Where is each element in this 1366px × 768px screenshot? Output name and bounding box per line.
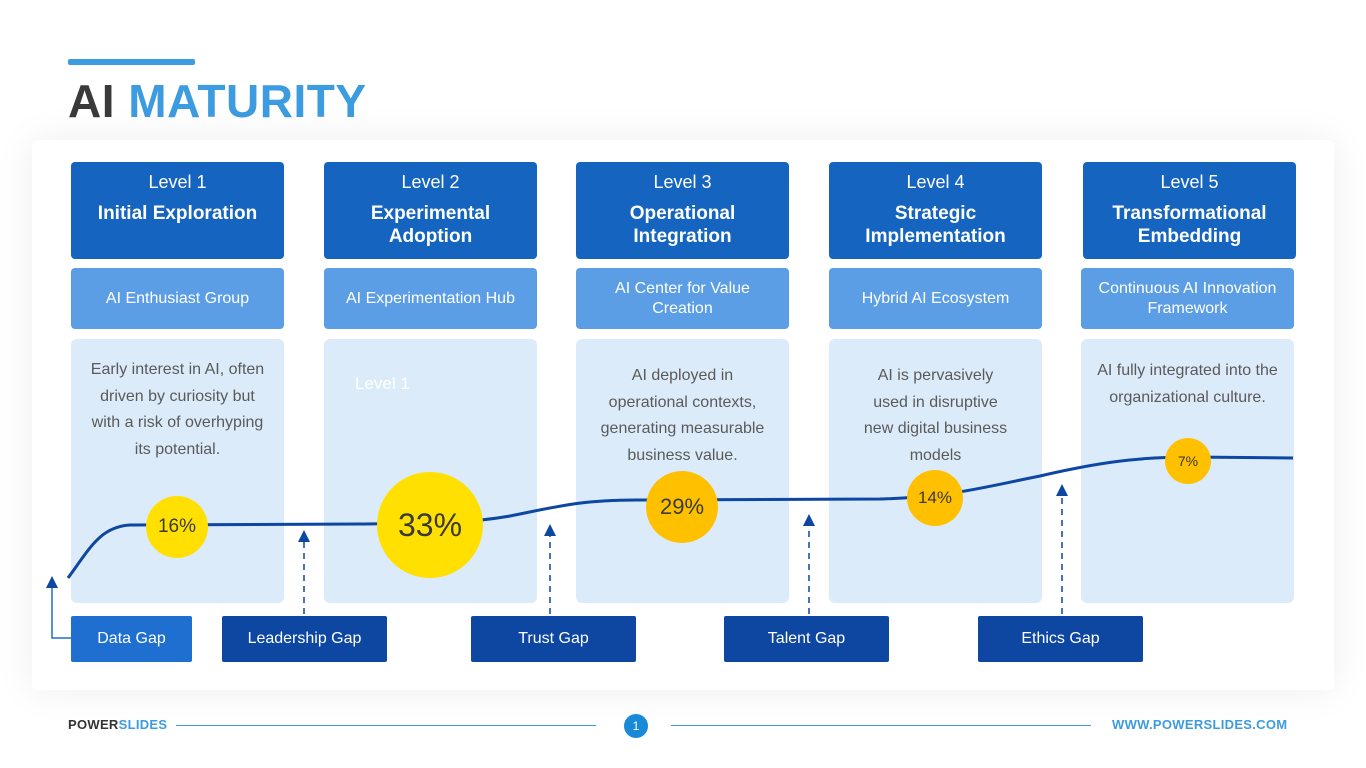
footer-brand-part2: SLIDES — [118, 717, 168, 732]
footer-brand-part1: POWER — [68, 717, 119, 732]
level-2-header: Level 2 Experimental Adoption — [324, 162, 537, 259]
level-1-description: Early interest in AI, often driven by cu… — [71, 339, 284, 603]
level-4-unit: Hybrid AI Ecosystem — [829, 268, 1042, 329]
level-4-share-bubble: 14% — [907, 470, 963, 526]
footer-brand: POWERSLIDES — [68, 717, 167, 732]
talent-gap-box: Talent Gap — [724, 616, 889, 662]
level-5-share-bubble: 7% — [1165, 438, 1211, 484]
level-5-unit: Continuous AI Innovation Framework — [1081, 268, 1294, 329]
title-part-maturity: MATURITY — [128, 75, 367, 127]
level-1-name: Initial Exploration — [97, 203, 258, 224]
level-1-number: Level 1 — [148, 172, 207, 192]
level-3-unit: AI Center for Value Creation — [576, 268, 789, 329]
level-2-unit: AI Experimentation Hub — [324, 268, 537, 329]
page-number: 1 — [624, 714, 648, 738]
leadership-gap-box: Leadership Gap — [222, 616, 387, 662]
level-5-number: Level 5 — [1160, 172, 1219, 192]
level-2-number: Level 2 — [401, 172, 460, 192]
level-5-header: Level 5 Transformational Embedding — [1083, 162, 1296, 259]
ethics-gap-box: Ethics Gap — [978, 616, 1143, 662]
level-4-name: Strategic Implementation — [865, 203, 1006, 247]
footer-line-left — [176, 725, 596, 726]
level-5-name: Transformational Embedding — [1112, 203, 1267, 247]
level-2-ghost-label: Level 1 — [355, 374, 410, 393]
level-1-unit: AI Enthusiast Group — [71, 268, 284, 329]
level-3-header: Level 3 Operational Integration — [576, 162, 789, 259]
trust-gap-box: Trust Gap — [471, 616, 636, 662]
data-gap-box: Data Gap — [71, 616, 192, 662]
level-4-header: Level 4 Strategic Implementation — [829, 162, 1042, 259]
level-3-number: Level 3 — [653, 172, 712, 192]
level-4-number: Level 4 — [906, 172, 965, 192]
level-1-share-bubble: 16% — [146, 496, 208, 558]
level-2-name: Experimental Adoption — [370, 203, 491, 247]
level-5-description: AI fully integrated into the organizatio… — [1081, 339, 1294, 603]
page-title: AI MATURITY — [68, 76, 367, 126]
title-accent-bar — [68, 59, 195, 65]
level-3-name: Operational Integration — [629, 203, 736, 247]
data-gap-arrow — [46, 576, 71, 639]
level-3-description: AI deployed in operational contexts, gen… — [576, 339, 789, 603]
level-2-share-bubble: 33% — [377, 472, 483, 578]
level-1-header: Level 1 Initial Exploration — [71, 162, 284, 259]
footer-url[interactable]: WWW.POWERSLIDES.COM — [1112, 717, 1288, 732]
level-3-share-bubble: 29% — [646, 471, 718, 543]
title-part-ai: AI — [68, 75, 115, 127]
footer-line-right — [671, 725, 1091, 726]
